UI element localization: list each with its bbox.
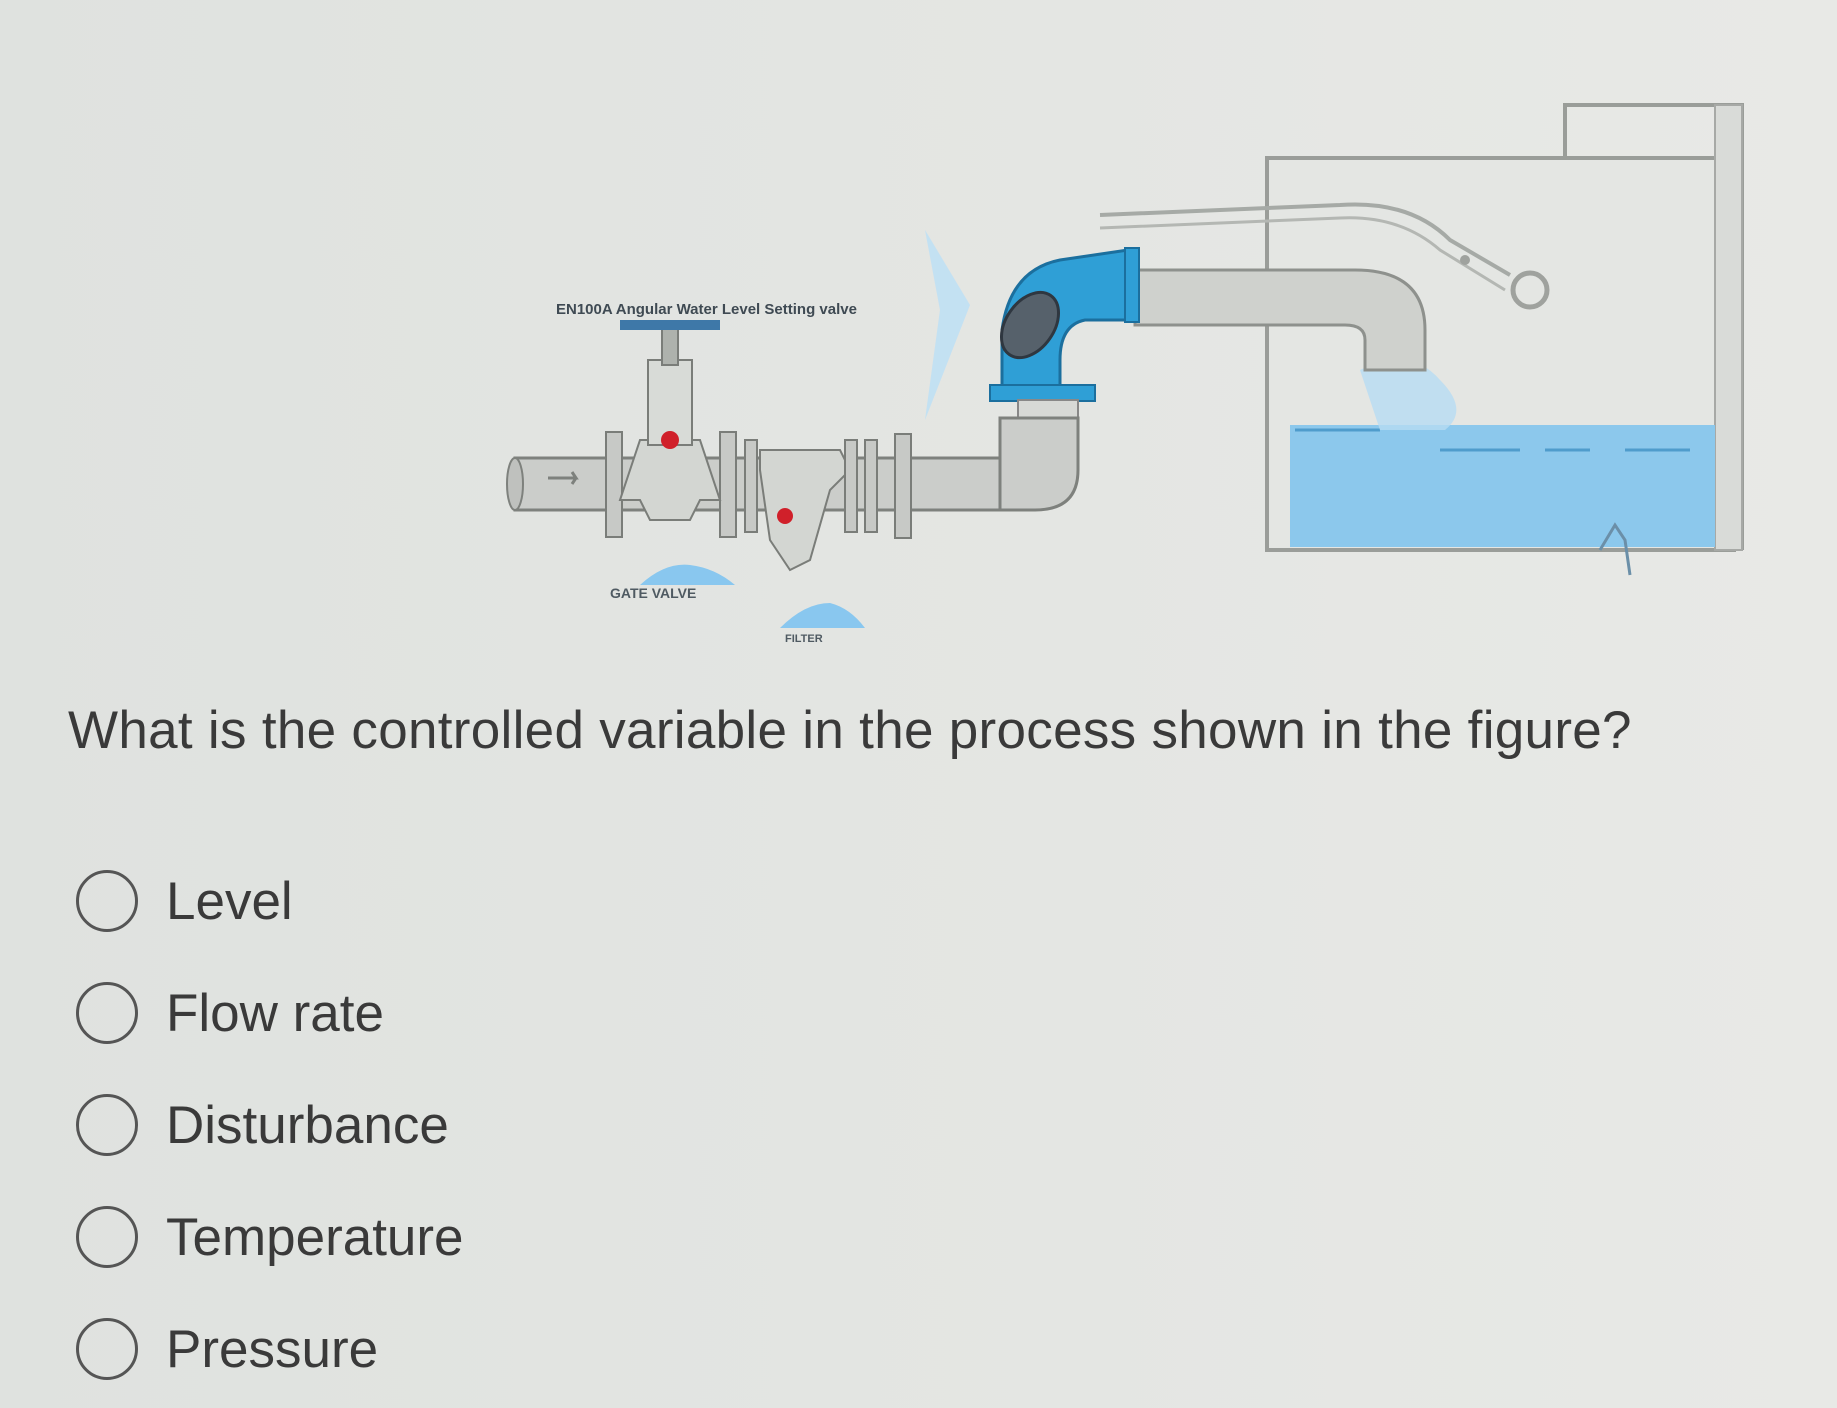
radio-button[interactable] (76, 1094, 138, 1156)
valve-title-label: EN100A Angular Water Level Setting valve (556, 301, 857, 318)
option-label: Pressure (166, 1319, 379, 1379)
water-tank (1265, 103, 1744, 576)
float-lever (1099, 202, 1550, 310)
option-label: Flow rate (166, 983, 384, 1043)
option-label: Level (166, 871, 293, 931)
answer-options: Level Flow rate Disturbance Temperature … (76, 845, 464, 1405)
process-figure: GATE VALVE FILTER EN100A Angular Water L… (0, 0, 1837, 700)
option-label: Disturbance (166, 1095, 449, 1155)
option-temperature[interactable]: Temperature (76, 1181, 464, 1293)
water-volume (1290, 425, 1715, 547)
gate-valve: GATE VALVE (605, 320, 737, 601)
process-diagram: GATE VALVE FILTER EN100A Angular Water L… (506, 103, 1744, 645)
filter: FILTER (744, 433, 912, 645)
radio-button[interactable] (76, 1318, 138, 1380)
option-disturbance[interactable]: Disturbance (76, 1069, 464, 1181)
option-level[interactable]: Level (76, 845, 464, 957)
angular-level-valve (925, 230, 1140, 420)
option-flow-rate[interactable]: Flow rate (76, 957, 464, 1069)
outlet-pipe (1133, 268, 1427, 372)
filter-label: FILTER (785, 633, 823, 645)
radio-button[interactable] (76, 870, 138, 932)
question-text: What is the controlled variable in the p… (68, 701, 1632, 760)
radio-button[interactable] (76, 982, 138, 1044)
option-label: Temperature (166, 1207, 464, 1267)
gate-valve-label: GATE VALVE (610, 585, 696, 601)
radio-button[interactable] (76, 1206, 138, 1268)
option-pressure[interactable]: Pressure (76, 1293, 464, 1405)
